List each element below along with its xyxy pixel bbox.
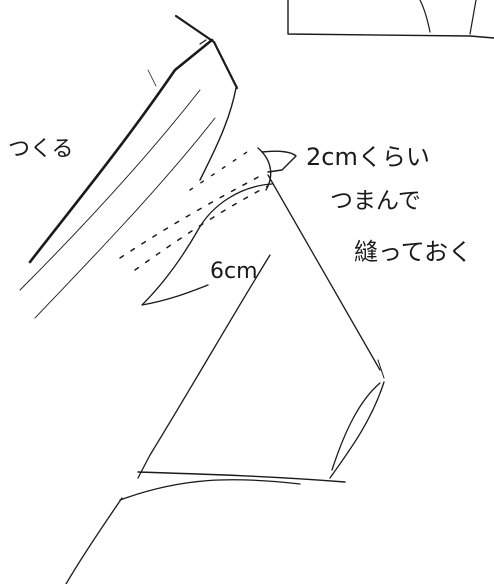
measure-curve xyxy=(141,183,273,306)
pointer-bracket xyxy=(261,150,297,173)
garment-body xyxy=(65,174,385,584)
top-right-piece xyxy=(287,0,494,39)
collar-tip xyxy=(28,14,239,264)
fold-dashes xyxy=(119,147,272,271)
left-guide-lines xyxy=(19,69,216,319)
instruction-line1: つまんで xyxy=(330,188,421,214)
instruction-line2: 縫っておく xyxy=(354,238,472,266)
fold-amount-label: 2cmくらい xyxy=(306,143,430,171)
measure-label: 6cm xyxy=(210,259,258,284)
left-note-label: つくる xyxy=(8,137,74,162)
